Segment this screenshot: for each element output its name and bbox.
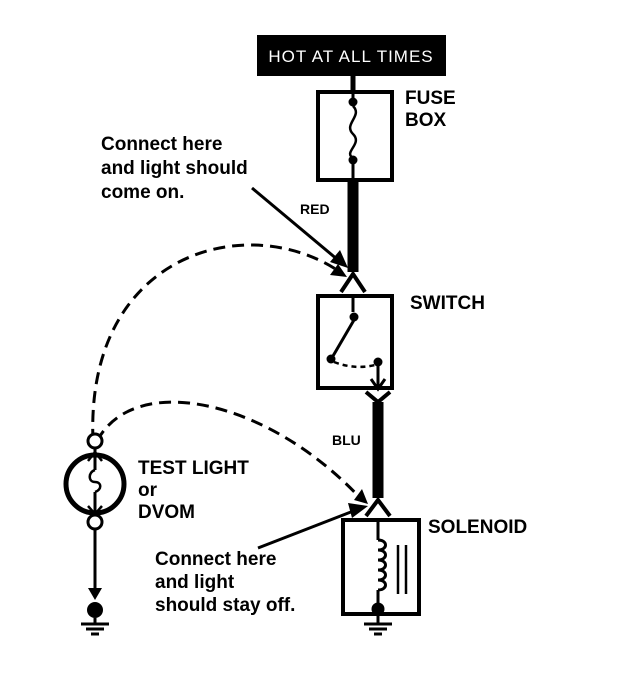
blu-connector-bottom [364, 496, 392, 518]
solenoid-ground-icon [364, 614, 392, 636]
switch-label: SWITCH [410, 293, 485, 314]
blu-wire-label: BLU [332, 432, 361, 448]
note-light-off-line-2: and light [155, 572, 235, 593]
fuse-box-label-2: BOX [405, 110, 447, 131]
note-light-on-line-3: come on. [101, 182, 184, 203]
test-light-icon [63, 432, 127, 618]
solenoid [341, 518, 421, 616]
probe-lead-to-switch [91, 243, 341, 442]
note-light-on-arrow [251, 186, 348, 268]
note-light-off-line-1: Connect here [155, 549, 276, 570]
probe-arrow-switch [330, 264, 347, 277]
red-connector [339, 270, 367, 294]
test-light-label-3: DVOM [138, 502, 195, 523]
test-light-ground-icon [81, 618, 109, 636]
probe-arrow-solenoid [354, 489, 368, 504]
note-light-on-line-2: and light should [101, 158, 248, 179]
switch [316, 294, 394, 392]
fuse-box [316, 90, 394, 182]
red-wire-label: RED [300, 201, 330, 217]
fuse-box-label-1: FUSE [405, 88, 456, 109]
note-light-on-line-1: Connect here [101, 134, 222, 155]
probe-lead-to-solenoid [95, 400, 364, 502]
solenoid-label: SOLENOID [428, 517, 527, 538]
note-light-off-line-3: should stay off. [155, 595, 295, 616]
test-light-label-2: or [138, 480, 158, 501]
banner-text: HOT AT ALL TIMES [268, 47, 433, 66]
note-light-off-arrow [257, 503, 368, 550]
blu-connector-top [364, 390, 392, 405]
test-light-label-1: TEST LIGHT [138, 458, 249, 479]
hot-at-all-times-banner: HOT AT ALL TIMES [257, 35, 446, 76]
